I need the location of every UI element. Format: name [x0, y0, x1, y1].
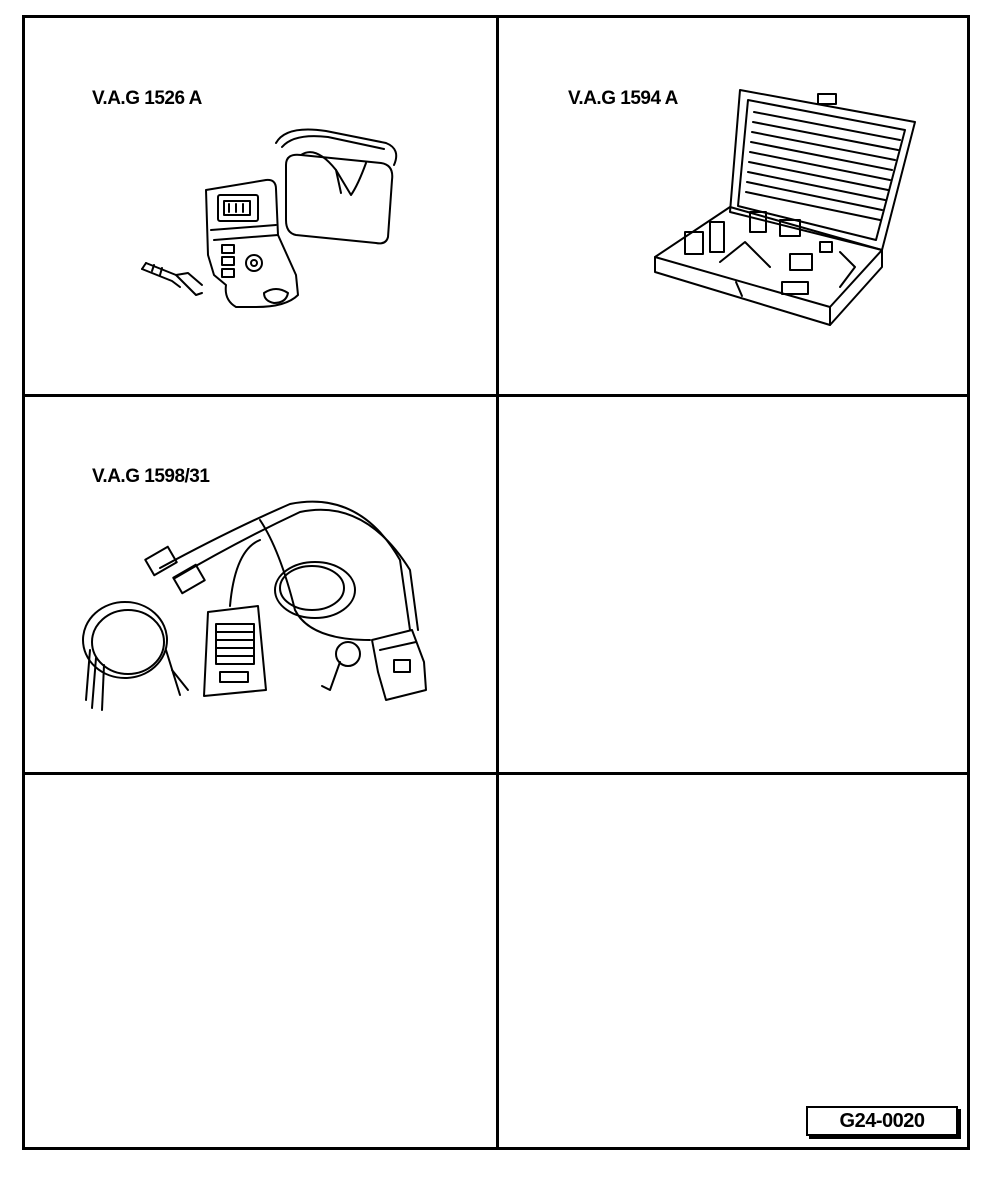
grid-divider-row-1: [22, 394, 970, 397]
tool-label-vag-1526a: V.A.G 1526 A: [92, 88, 202, 109]
grid-divider-row-2: [22, 772, 970, 775]
adapter-case-icon: [650, 82, 920, 337]
tool-label-vag-1594a: V.A.G 1594 A: [568, 88, 678, 109]
tool-label-vag-1598-31: V.A.G 1598/31: [92, 466, 210, 487]
grid-divider-vertical: [496, 15, 499, 1150]
multimeter-icon: [136, 125, 416, 320]
figure-code-box: G24-0020: [806, 1106, 958, 1136]
test-harness-icon: [80, 490, 450, 720]
